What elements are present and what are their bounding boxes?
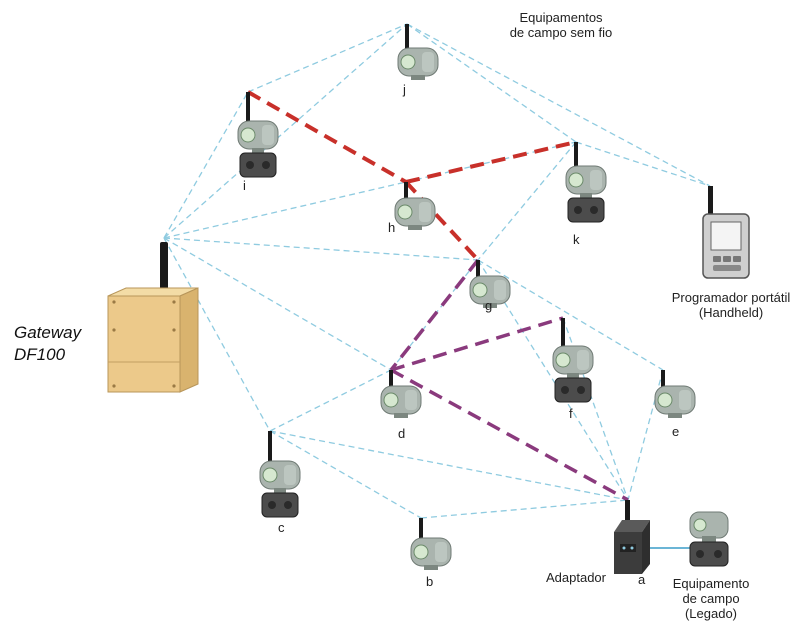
legacy-field-device-icon [689,511,729,567]
gateway-label: Gateway DF100 [14,322,81,366]
route-purple-g-d [389,258,480,372]
node-label-h: h [388,220,396,235]
field-device-j-icon [397,24,439,80]
mesh-link-b-a [420,499,629,519]
mesh-links [163,23,711,519]
field-device-i-icon [237,92,279,178]
route-purple-d-a [390,368,629,502]
mesh-link-gw-j [163,23,408,239]
mesh-link-c-b [269,430,422,519]
field-devices-title: Equipamentos de campo sem fio [476,10,646,40]
field-device-b-icon [410,518,452,570]
node-label-d: d [398,426,406,441]
gateway-label-line-1: Gateway [14,323,82,342]
handheld-label: Programador portátil (Handheld) [656,290,806,320]
node-label-e: e [672,424,680,439]
mesh-link-j-hh [406,23,711,187]
legacy-device-label: Equipamento de campo (Legado) [664,576,758,621]
field-device-f-icon [552,318,594,403]
mesh-link-k-g [477,141,577,261]
route-red-h-g [404,180,480,262]
legacy-label-line-3: (Legado) [684,606,738,621]
field-devices [237,24,696,570]
title-line-2: de campo sem fio [509,25,613,40]
legacy-label-line-1: Equipamento [672,576,750,591]
route-purple-d-f [390,316,564,372]
mesh-link-g-a [477,259,629,501]
mesh-link-i-j [247,23,408,93]
adapter-label: Adaptador [546,570,606,585]
node-label-c: c [278,520,285,535]
gateway-icon [107,242,199,393]
node-label-i: i [243,178,246,193]
field-device-c-icon [259,431,301,518]
field-device-d-icon [380,370,422,418]
mesh-link-gw-i [163,91,249,239]
title-line-1: Equipamentos [519,10,603,25]
node-label-f: f [569,406,573,421]
adapter-node-id: a [638,572,646,587]
route-paths [247,90,629,502]
route-red-i-h [247,90,407,184]
node-label-g: g [485,298,493,313]
mesh-link-gw-g [163,237,479,261]
mesh-link-gw-h [163,181,407,239]
node-label-k: k [573,232,580,247]
mesh-link-k-hh [575,141,711,187]
handheld-programmer-icon [702,186,750,279]
node-label-j: j [403,82,406,97]
field-device-k-icon [565,142,607,223]
mesh-link-g-e [477,259,664,371]
mesh-link-gw-d [163,237,392,371]
field-device-e-icon [654,370,696,418]
legacy-label-line-2: de campo [682,591,740,606]
handheld-label-line-2: (Handheld) [698,305,764,320]
field-device-h-icon [394,182,436,230]
mesh-link-gw-c [163,237,271,432]
mesh-link-c-a [269,430,629,501]
route-red-h-k [405,140,577,184]
mesh-link-j-k [406,23,577,143]
adapter-device-icon [614,500,650,574]
mesh-link-c-d [269,369,392,432]
gateway-label-line-2: DF100 [14,345,66,364]
field-device-g-icon [469,260,511,308]
handheld-label-line-1: Programador portátil [671,290,791,305]
node-label-b: b [426,574,434,589]
